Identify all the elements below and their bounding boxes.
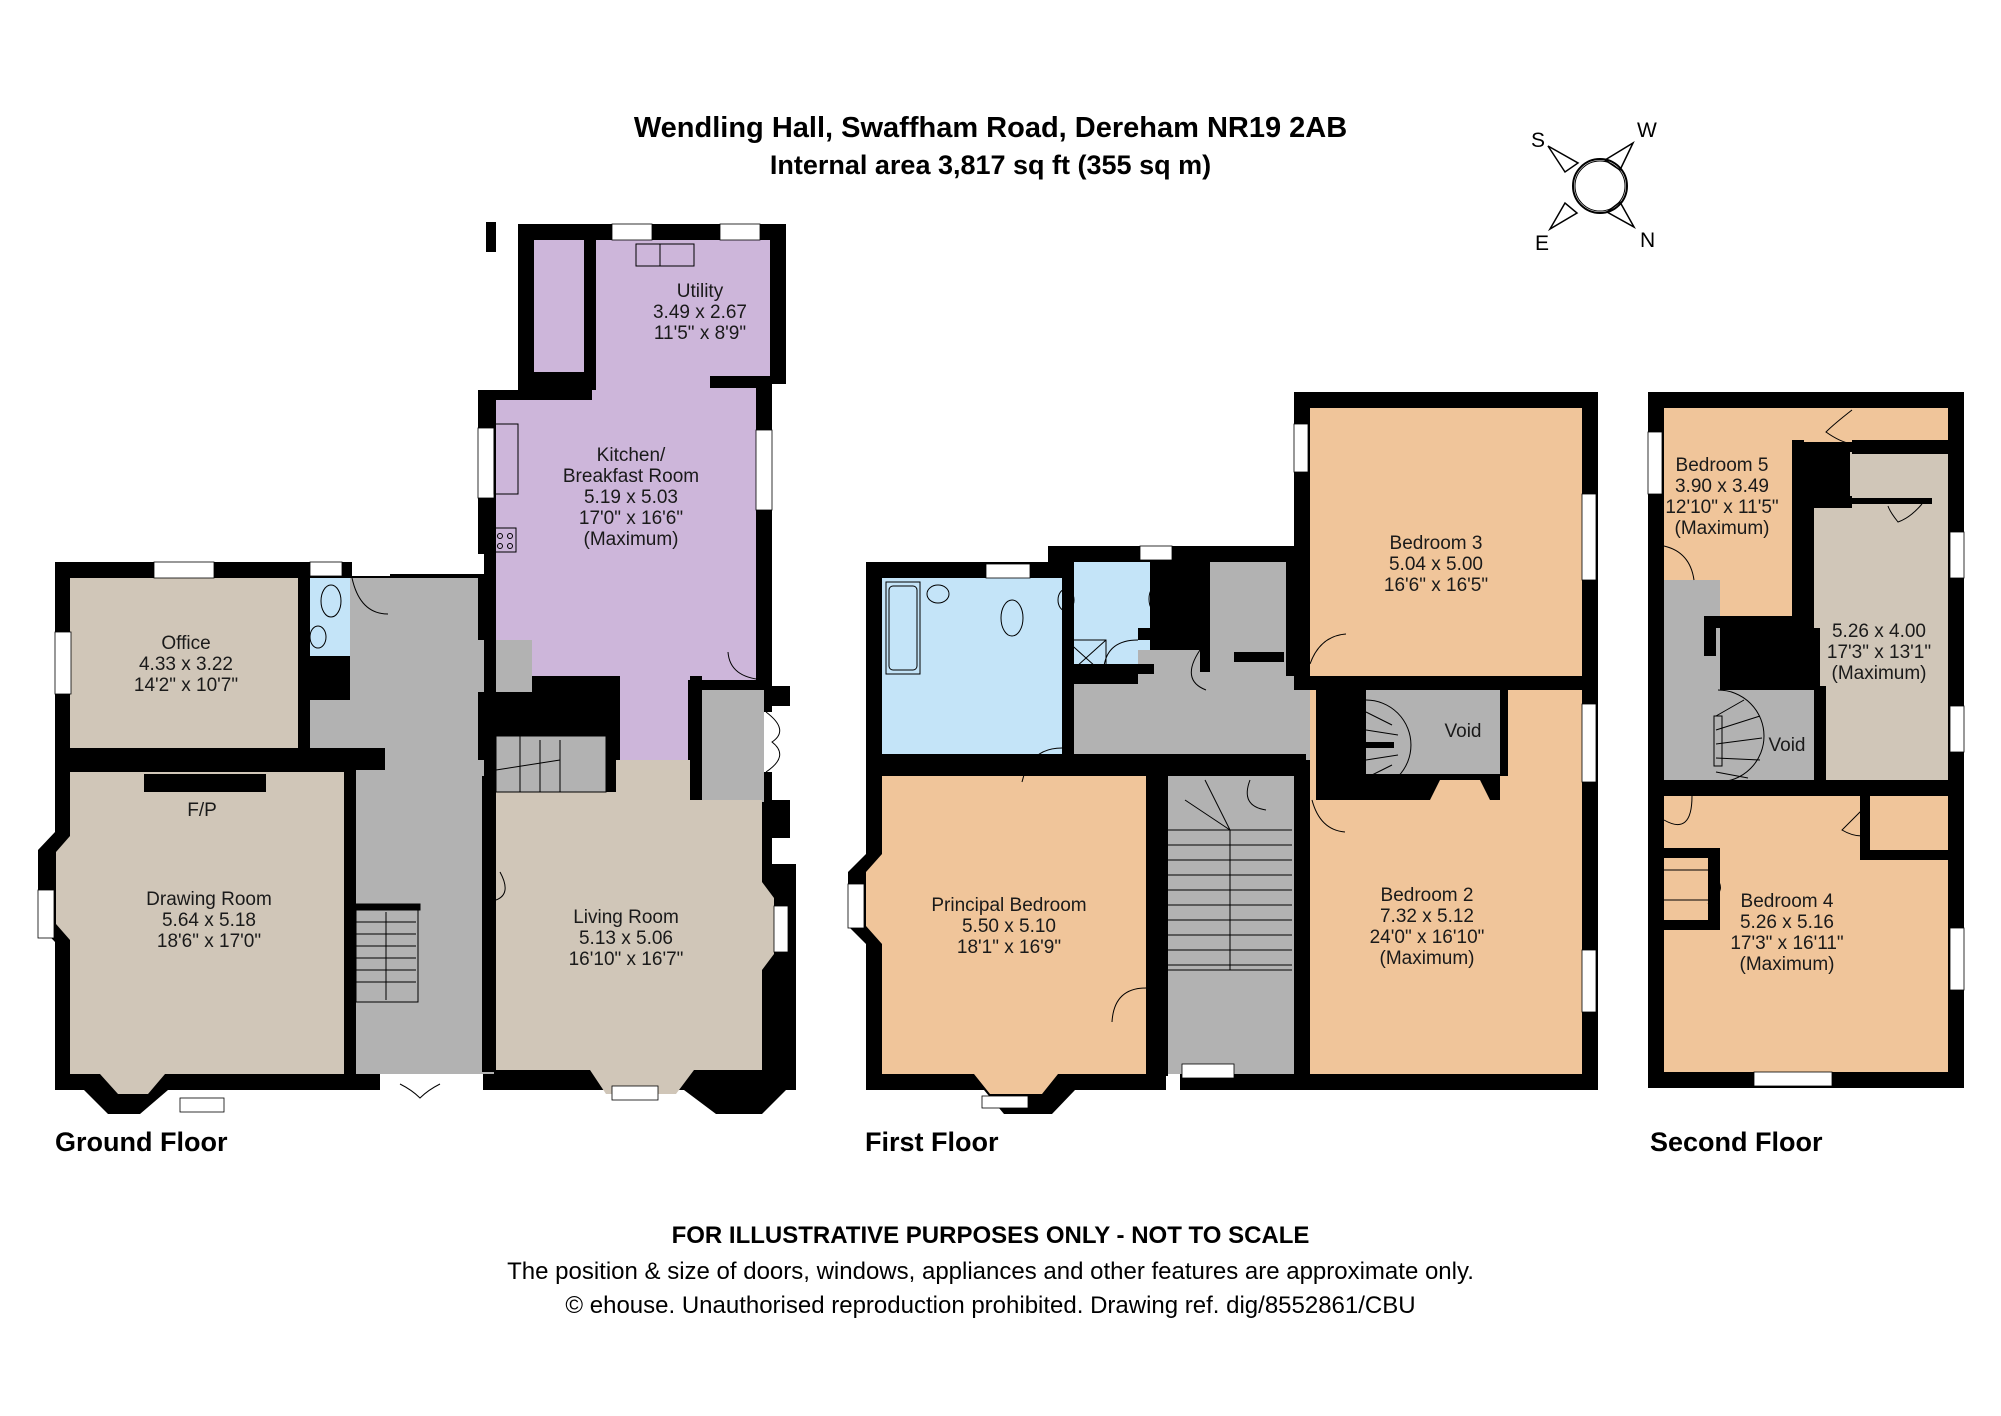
room-size-imperial: 14'2" x 10'7" (134, 675, 238, 696)
room-bedroom-3 (1310, 408, 1582, 676)
room-size-imperial: 16'6" x 16'5" (1384, 575, 1488, 596)
room-name: Breakfast Room (563, 466, 699, 487)
room-name: Utility (677, 281, 724, 302)
compass-icon: S W E N (1531, 119, 1657, 255)
door-swing (1021, 633, 1347, 1023)
room-size-metric: 7.32 x 5.12 (1380, 906, 1474, 927)
staircase (349, 735, 607, 1003)
compass-e: E (1535, 232, 1549, 255)
staircase (1168, 699, 1412, 971)
room-landing (1062, 562, 1310, 1074)
first-floor-plan: Bedroom 3 5.04 x 5.00 16'6" x 16'5" Void… (847, 392, 1598, 1114)
room-drawing-room (56, 772, 344, 1094)
room-name: Office (161, 633, 210, 654)
room-size-imperial: 17'0" x 16'6" (579, 508, 683, 529)
window (847, 423, 1597, 1109)
compass-n: N (1640, 229, 1655, 252)
room-size-metric: 5.64 x 5.18 (162, 910, 256, 931)
room-bedroom-4 (1664, 796, 1948, 1072)
room-name: Drawing Room (146, 889, 272, 910)
room-size-imperial: 24'0" x 16'10" (1370, 927, 1485, 948)
door-swing (1663, 409, 1923, 905)
room-size-imperial: 12'10" x 11'5" (1665, 497, 1778, 518)
room-note: (Maximum) (1832, 663, 1927, 684)
copyright-notice: © ehouse. Unauthorised reproduction proh… (565, 1292, 1416, 1319)
compass-w: W (1637, 119, 1657, 142)
room-size-imperial: 17'3" x 16'11" (1730, 933, 1843, 954)
room-size-metric: 5.26 x 4.00 (1832, 621, 1926, 642)
room-size-imperial: 17'3" x 13'1" (1827, 642, 1931, 663)
room-note: (Maximum) (1675, 518, 1770, 539)
window (1647, 431, 1965, 1087)
room-name: Kitchen/ (597, 445, 666, 466)
disclaimer-note: The position & size of doors, windows, a… (507, 1258, 1474, 1285)
room-size-imperial: 18'1" x 16'9" (957, 937, 1061, 958)
room-note: (Maximum) (1380, 948, 1475, 969)
disclaimer-heading: FOR ILLUSTRATIVE PURPOSES ONLY - NOT TO … (671, 1222, 1310, 1249)
room-size-metric: 5.50 x 5.10 (962, 916, 1056, 937)
internal-area: Internal area 3,817 sq ft (355 sq m) (769, 150, 1212, 180)
ground-floor-plan: Utility 3.49 x 2.67 11'5" x 8'9" Kitchen… (37, 222, 796, 1114)
room-size-metric: 3.49 x 2.67 (653, 302, 747, 323)
first-floor-label: First Floor (865, 1127, 999, 1157)
room-size-metric: 5.26 x 5.16 (1740, 912, 1834, 933)
room-size-imperial: 18'6" x 17'0" (157, 931, 261, 952)
compass-s: S (1531, 129, 1545, 152)
room-size-imperial: 16'10" x 16'7" (569, 949, 684, 970)
room-size-metric: 5.19 x 5.03 (584, 487, 678, 508)
room-office (70, 578, 298, 748)
room-void (1366, 688, 1502, 774)
room-principal-bedroom (866, 776, 1146, 1094)
room-name: Bedroom 5 (1676, 455, 1769, 476)
void-label: Void (1769, 735, 1806, 756)
bath-icon (885, 581, 1170, 677)
room-second-floor-room (1712, 452, 1948, 780)
fireplace-label: F/P (187, 800, 217, 821)
room-shower-room (1066, 562, 1150, 672)
room-note: (Maximum) (1740, 954, 1835, 975)
void-label: Void (1445, 721, 1482, 742)
room-name: Bedroom 3 (1390, 533, 1483, 554)
room-note: (Maximum) (584, 529, 679, 550)
room-name: Principal Bedroom (931, 895, 1086, 916)
room-size-imperial: 11'5" x 8'9" (654, 323, 746, 344)
property-address: Wendling Hall, Swaffham Road, Dereham NR… (633, 112, 1348, 144)
window (37, 223, 789, 1113)
ground-floor-label: Ground Floor (55, 1127, 228, 1157)
room-name: Living Room (573, 907, 679, 928)
room-name: Bedroom 2 (1381, 885, 1474, 906)
staircase (1664, 689, 1765, 901)
room-name: Bedroom 4 (1741, 891, 1834, 912)
second-floor-label: Second Floor (1650, 1127, 1823, 1157)
room-size-metric: 3.90 x 3.49 (1675, 476, 1769, 497)
room-size-metric: 5.04 x 5.00 (1389, 554, 1483, 575)
room-size-metric: 4.33 x 3.22 (139, 654, 233, 675)
room-bathroom (882, 578, 1062, 754)
room-size-metric: 5.13 x 5.06 (579, 928, 673, 949)
toilet-icon (309, 584, 342, 649)
room-living-room (496, 760, 774, 1094)
sink-icon (493, 243, 695, 553)
second-floor-plan: Bedroom 5 3.90 x 3.49 12'10" x 11'5" (Ma… (1647, 392, 1965, 1088)
door-swing (351, 577, 781, 1099)
room-side-lobby (702, 690, 764, 802)
